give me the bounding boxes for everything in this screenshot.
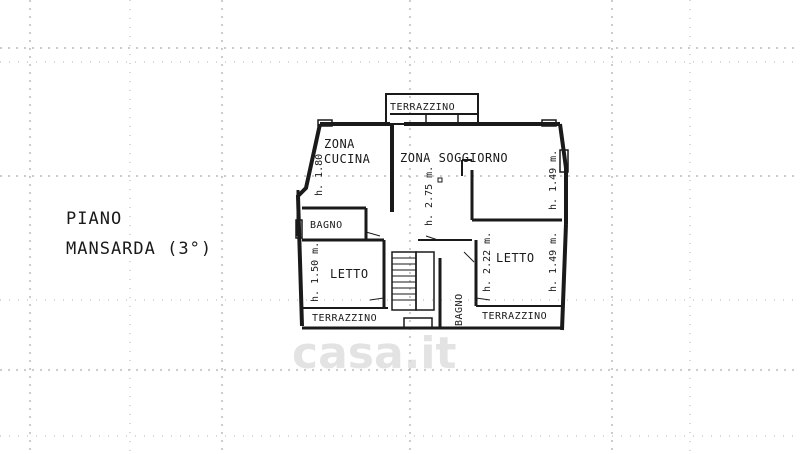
label-letto-right: LETTO xyxy=(496,251,535,265)
dim-h-222: h. 2.22 m. xyxy=(482,232,493,292)
label-bagno-left: BAGNO xyxy=(310,220,343,231)
label-letto-left: LETTO xyxy=(330,267,369,281)
watermark-logo: casa.it xyxy=(292,328,456,379)
door-marks xyxy=(365,177,491,301)
staircase xyxy=(391,251,435,329)
interior-walls xyxy=(302,124,562,328)
dim-h-149-bottom: h. 1.49 m. xyxy=(548,232,559,292)
label-terrazzino-top: TERRAZZINO xyxy=(390,102,455,113)
label-bagno-mid: BAGNO xyxy=(454,293,465,326)
label-zona-cucina-1: ZONA xyxy=(324,137,355,151)
terrazzino-top-outline xyxy=(385,93,479,125)
label-zona-cucina-2: CUCINA xyxy=(324,152,371,166)
plan-title-line1: PIANO xyxy=(66,209,122,229)
plan-title-line2: MANSARDA (3°) xyxy=(66,239,212,259)
dim-h-149-top: h. 1.49 m. xyxy=(548,150,559,210)
label-terrazzino-left: TERRAZZINO xyxy=(312,313,377,324)
label-zona-soggiorno: ZONA SOGGIORNO xyxy=(400,151,508,165)
windows xyxy=(295,114,569,239)
dim-h-180: h. 1.80 xyxy=(314,154,325,196)
label-terrazzino-right: TERRAZZINO xyxy=(482,311,547,322)
dim-h-275: h. 2.75 m. xyxy=(424,166,435,226)
dim-h-150: h. 1.50 m. xyxy=(310,242,321,302)
